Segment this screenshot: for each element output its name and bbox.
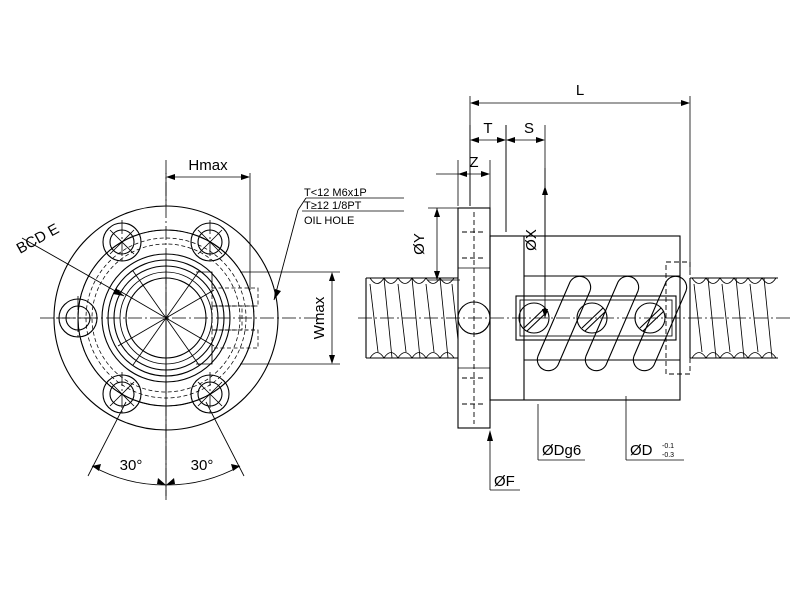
dimension-label-dia-f: ØF — [494, 473, 515, 490]
dimension-label-angle-left: 30° — [120, 457, 143, 474]
nut-assembly-side-view: L T S Z — [358, 82, 790, 491]
dimension-label-T: T — [483, 120, 492, 137]
dimension-Z: Z — [436, 154, 491, 232]
section-radial-lines — [117, 262, 215, 374]
dimension-angles: 30° 30° — [87, 318, 245, 496]
dimension-label-dia-x: ØX — [523, 229, 540, 251]
hidden-circulation-circle — [91, 243, 241, 393]
dimension-label-dia-d: ØD — [630, 442, 653, 459]
flange-front-view: Hmax Wmax BCD E T<12 M6x1P T≥12 1/8PT — [14, 157, 404, 500]
dimension-label-hmax: Hmax — [188, 157, 228, 174]
dimension-label-L: L — [576, 82, 584, 99]
note-line-thread-small: T<12 M6x1P — [304, 187, 367, 199]
dimension-diameter-Dg6: ØDg6 — [537, 404, 585, 461]
dimension-label-wmax: Wmax — [311, 296, 328, 339]
flange-bolt-holes — [56, 220, 230, 416]
dimension-label-dia-d-tol-upper: -0.1 — [662, 443, 674, 450]
dimension-label-Z: Z — [469, 154, 478, 171]
dimension-diameter-F: ØF — [487, 430, 520, 491]
note-line-thread-large: T≥12 1/8PT — [304, 200, 362, 212]
oil-hole-hidden-detail — [196, 271, 259, 365]
tube-clamp-plate — [515, 295, 677, 341]
dimension-diameter-X: ØX — [523, 168, 548, 318]
note-oil-hole: T<12 M6x1P T≥12 1/8PT OIL HOLE — [273, 187, 404, 301]
dimension-label-dia-dg6: ØDg6 — [542, 442, 581, 459]
nut-body-section — [489, 235, 691, 401]
nut-end-hidden-boss — [665, 261, 691, 375]
note-line-oil-hole: OIL HOLE — [304, 215, 354, 227]
dimension-label-angle-right: 30° — [191, 457, 214, 474]
dimension-hmax: Hmax — [165, 157, 251, 290]
dimension-diameter-Y: ØY — [411, 207, 460, 281]
ball-return-tubes — [536, 275, 688, 372]
ball-screw-shaft-left — [365, 277, 459, 359]
dimension-label-dia-y: ØY — [411, 233, 428, 255]
dimension-label-dia-d-tol-lower: -0.3 — [662, 452, 674, 459]
dimension-wmax: Wmax — [240, 271, 340, 365]
dimension-diameter-D: ØD -0.1 -0.3 — [625, 396, 684, 461]
dimension-label-S: S — [524, 120, 534, 137]
